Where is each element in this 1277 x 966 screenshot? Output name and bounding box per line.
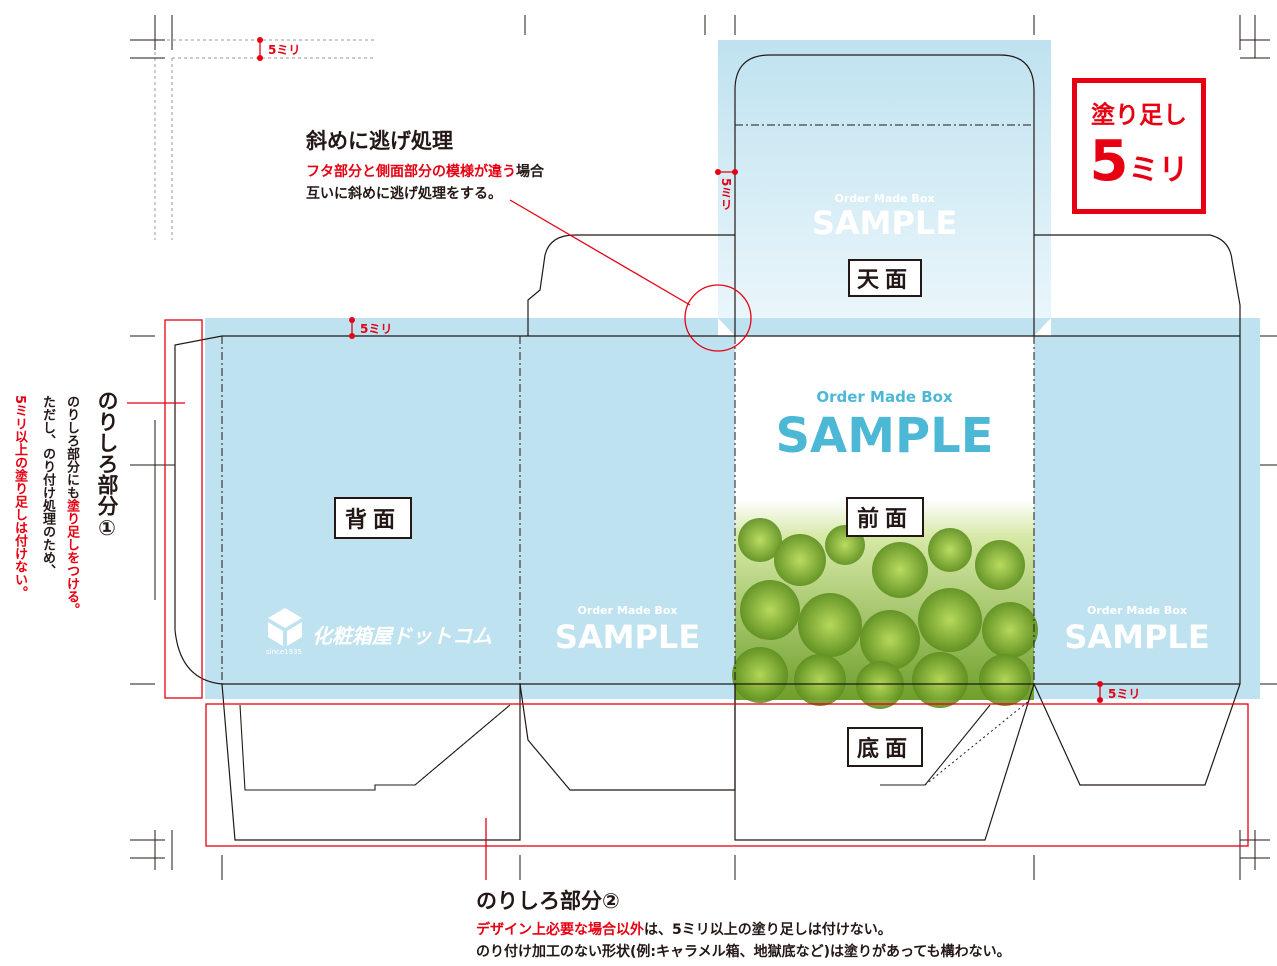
stamp-line1: 塗り足し [1091,101,1187,129]
glue2-line1-black: は、5ミリ以上の塗り足しは付けない。 [644,922,892,938]
glue2-title: のりしろ部分② [476,889,620,913]
diagonal-escape-circle [684,284,752,352]
front-sample-big: SAMPLE [775,408,994,464]
vertical-mm-label: 5ミリ [719,178,733,211]
glue2-note: のりしろ部分② デザイン上必要な場合以外は、5ミリ以上の塗り足しは付けない。 の… [476,885,1011,963]
right-sample-small: Order Made Box [1087,604,1187,617]
glue-tab-1-outline [164,319,203,699]
glue1-title: のりしろ部分① [95,390,119,540]
diagonal-note-title: 斜めに逃げ処理 [306,129,453,153]
corner-mm-label: 5ミリ [268,43,301,57]
glue-tab-2-outline [205,703,1249,847]
red-annotations [127,40,1249,880]
side-sample-big: SAMPLE [554,618,701,656]
die-lines [174,54,1241,841]
top-sample-big: SAMPLE [811,204,958,242]
glue1-col1: のりしろ部分にも塗り足しをつける。 [62,395,81,616]
stamp-unit: ミリ [1128,153,1189,188]
glue1-col2: ただし、のり付け処理のため、 [40,395,55,577]
crop-marks [130,15,1277,880]
glue2-line2: のり付け加工のない形状(例:キャラメル箱、地獄底など)は塗りがあっても構わない。 [476,944,1011,960]
fold-lines [221,124,1035,684]
glue1-col1-red: 塗り足しをつける。 [64,499,79,616]
brand-since: since1935 [266,648,302,656]
panel-label-back: 背面 [334,497,412,539]
panel-label-top: 天面 [848,259,922,297]
brand-name: 化粧箱屋ドットコム [312,624,492,648]
front-sample-small: Order Made Box [816,388,953,406]
panel-label-bottom: 底面 [847,727,923,767]
glue1-col1-black: のりしろ部分にも [64,395,79,499]
diagonal-note-red: フタ部分と側面部分の模様が違う [306,164,516,180]
stamp-number: 5 [1089,129,1129,194]
brand-logo-icon [268,608,302,646]
corner-bleed-guide [154,39,375,240]
right-sample-big: SAMPLE [1064,618,1210,656]
top-sample-small: Order Made Box [834,192,935,205]
glue2-line1-red: デザイン上必要な場合以外 [476,922,644,938]
top-mm-label: 5ミリ [360,322,393,336]
diagonal-note-line2: 互いに斜めに逃げ処理をする。 [306,186,502,202]
bleed-5mm-stamp: 塗り足し 5ミリ [1072,78,1206,214]
diagonal-note-black: 場合 [516,164,544,180]
diagonal-escape-note: 斜めに逃げ処理 フタ部分と側面部分の模様が違う場合 互いに斜めに逃げ処理をする。 [306,125,544,205]
side-sample-small: Order Made Box [577,604,678,617]
glue1-col3: 5ミリ以上の塗り足しは付けない。 [12,395,27,600]
clover-leaves [732,518,1038,709]
bottom-mm-label: 5ミリ [1108,687,1141,701]
panel-label-front: 前面 [846,497,924,537]
